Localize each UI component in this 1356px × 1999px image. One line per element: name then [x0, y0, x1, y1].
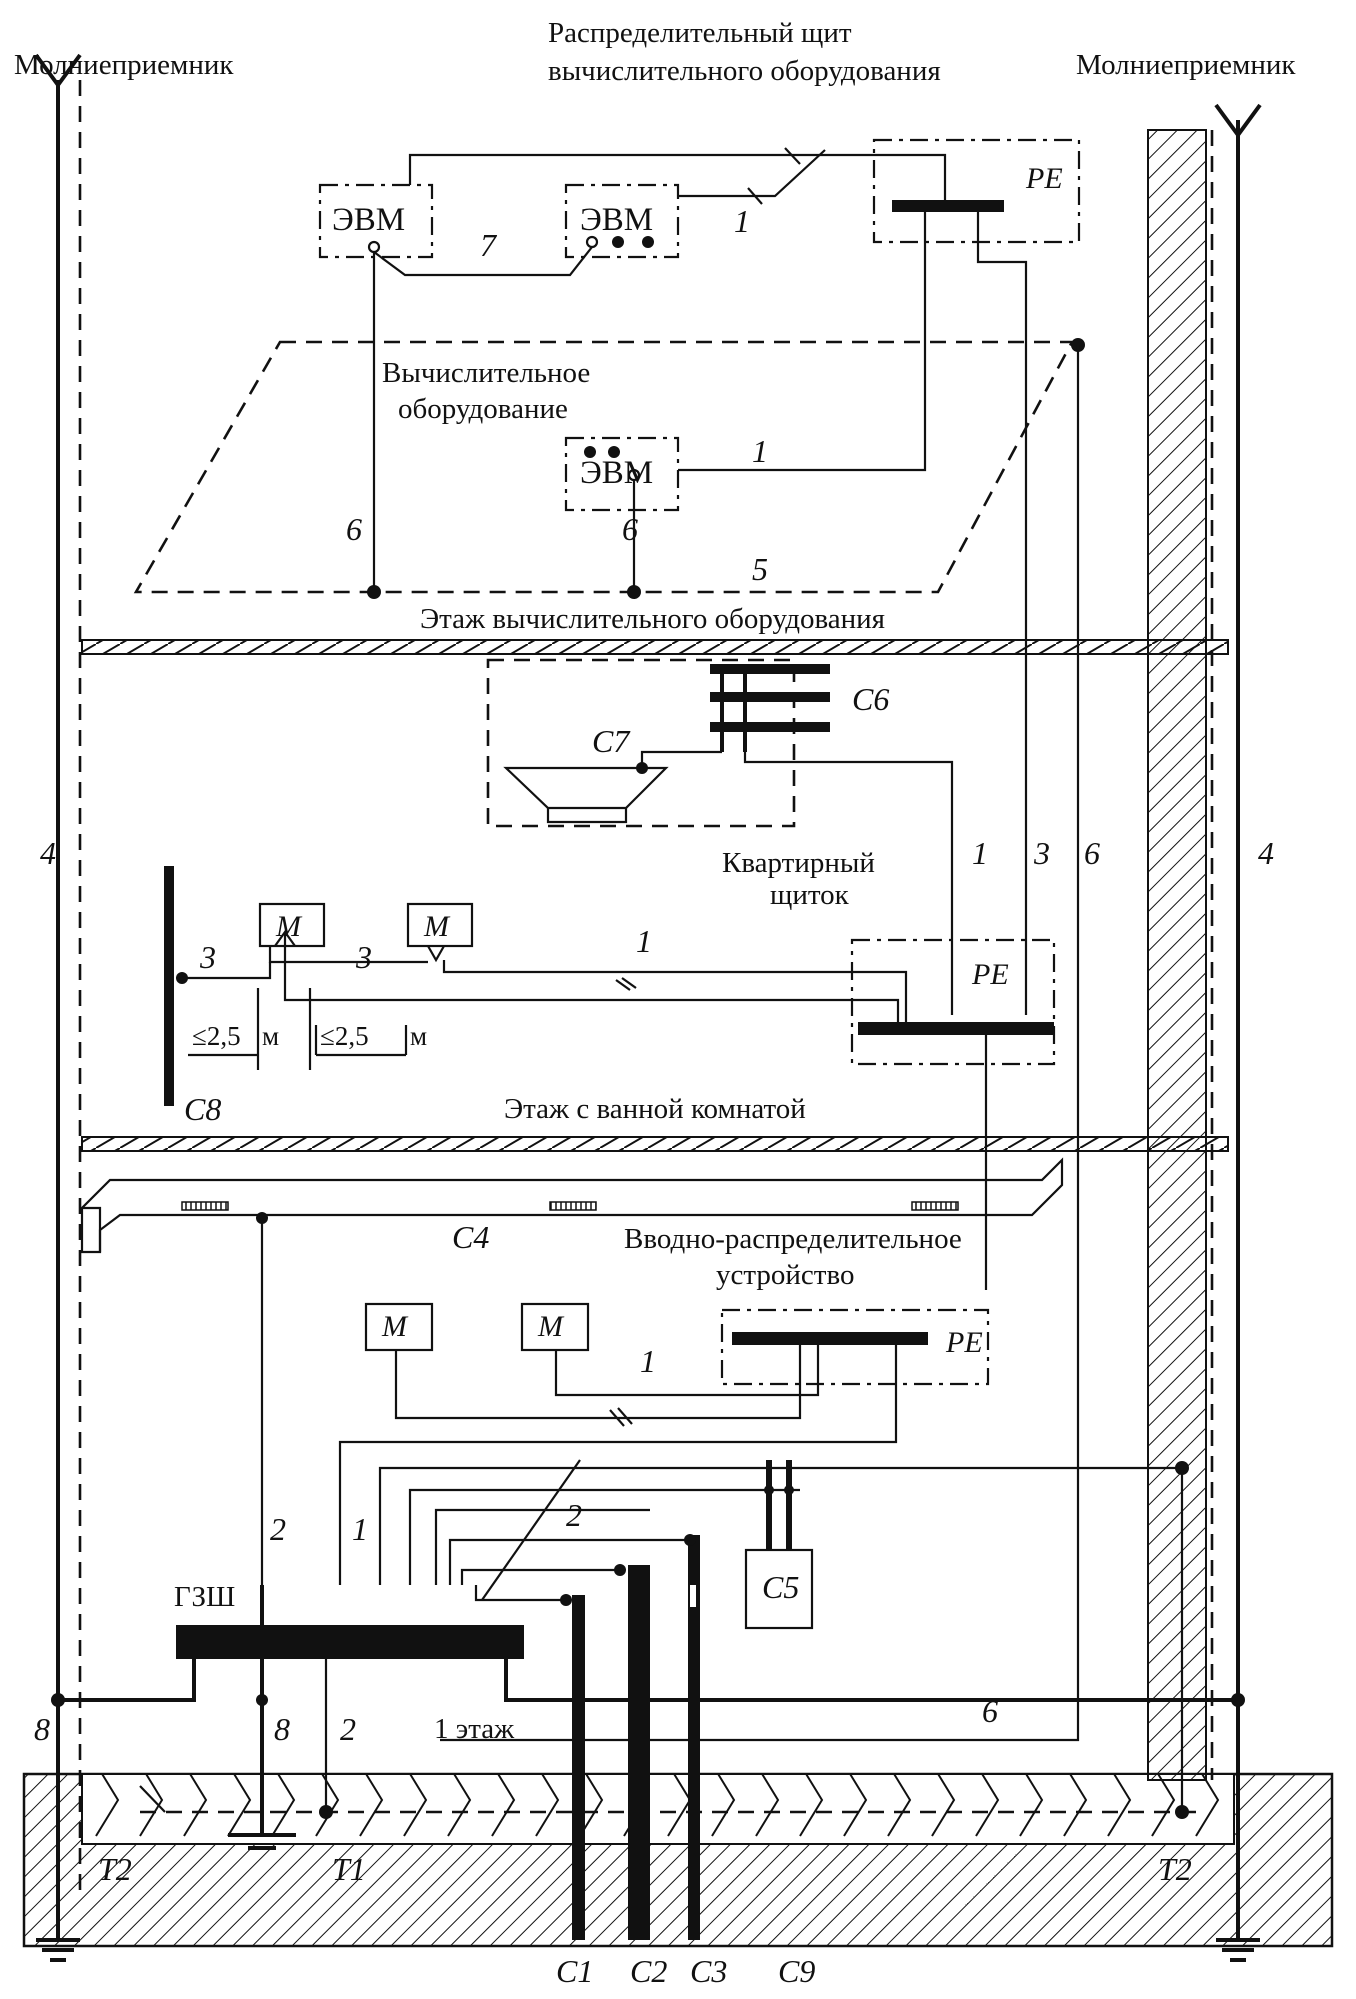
label-floor-first: 1 этаж — [434, 1713, 515, 1745]
ref-c5: C5 — [762, 1569, 799, 1605]
ref-num-1-evm: 1 — [752, 433, 768, 469]
label-floor-bathroom: Этаж с ванной комнатой — [504, 1093, 806, 1125]
ref-num-2-c4: 2 — [270, 1511, 286, 1547]
label-motor-1: M — [275, 910, 303, 943]
label-dist-unit-1: м — [262, 1021, 279, 1051]
ref-num-2-mid: 2 — [566, 1497, 582, 1533]
ref-num-1-vru: 1 — [640, 1343, 656, 1379]
ref-c7: C7 — [592, 723, 631, 759]
foundation — [22, 1772, 1334, 1948]
ref-num-4-left: 4 — [40, 835, 56, 871]
ref-num-8-left: 8 — [34, 1711, 50, 1747]
label-dist-unit-2: м — [410, 1021, 427, 1051]
label-motor-2: M — [423, 910, 451, 943]
ref-num-2-low: 2 — [340, 1711, 356, 1747]
ref-c6: C6 — [852, 681, 889, 717]
ref-num-3-bath: 3 — [1033, 835, 1050, 871]
ref-num-8-mid: 8 — [274, 1711, 290, 1747]
label-pe-mid: PE — [971, 958, 1009, 991]
ref-num-4-right: 4 — [1258, 835, 1274, 871]
right-wall — [1147, 129, 1207, 1781]
ref-c2: C2 — [630, 1953, 667, 1989]
text-labels: Молниеприемник Молниеприемник Распредели… — [14, 17, 1296, 1745]
label-dist-limit-1: ≤2,5 — [192, 1021, 241, 1051]
earth-electrode-t2-left — [36, 1700, 80, 1962]
label-pe-top: PE — [1025, 162, 1063, 195]
label-lightning-right: Молниеприемник — [1076, 49, 1296, 81]
label-pe-low: PE — [945, 1326, 983, 1359]
label-dist-limit-2: ≤2,5 — [320, 1021, 369, 1051]
ref-c9: C9 — [778, 1953, 815, 1989]
label-lightning-left: Молниеприемник — [14, 49, 234, 81]
label-input-device-1: Вводно-распределительное — [624, 1223, 962, 1255]
ref-num-1-bath-line: 1 — [636, 923, 652, 959]
bathroom-floor — [164, 658, 1056, 1290]
label-floor-computer: Этаж вычислительного оборудования — [420, 603, 885, 635]
ref-t1: T1 — [332, 1851, 366, 1887]
label-dist-panel-2: вычислительного оборудования — [548, 55, 941, 87]
earth-electrode-t2-right — [1216, 1900, 1260, 1962]
ref-t2-left: T2 — [98, 1851, 132, 1887]
ref-c3: C3 — [690, 1953, 727, 1989]
label-evm-1: ЭВМ — [332, 202, 405, 238]
ref-num-3-a: 3 — [199, 939, 216, 975]
computer-floor — [133, 138, 1085, 1742]
ref-num-3-b: 3 — [355, 939, 372, 975]
ref-num-1-top: 1 — [734, 203, 750, 239]
label-evm-3: ЭВМ — [580, 455, 653, 491]
ref-num-6-bath: 6 — [1084, 835, 1100, 871]
ref-num-5: 5 — [752, 551, 768, 587]
label-dist-panel-1: Распределительный щит — [548, 17, 852, 49]
label-apartment-panel-2: щиток — [770, 879, 850, 911]
ref-num-7: 7 — [480, 227, 498, 263]
ref-num-6-mid: 6 — [622, 511, 638, 547]
label-gzsh: ГЗШ — [174, 1581, 235, 1613]
ref-num-6-low: 6 — [982, 1693, 998, 1729]
ref-num-6-left: 6 — [346, 511, 362, 547]
ref-num-1-bath: 1 — [972, 835, 988, 871]
input-distribution-floor — [51, 1157, 1245, 1940]
label-apartment-panel-1: Квартирный — [722, 847, 875, 879]
ref-c1: C1 — [556, 1953, 593, 1989]
lightning-conductor-left — [34, 53, 82, 1900]
label-input-device-2: устройство — [716, 1259, 854, 1291]
label-motor-3: M — [381, 1310, 409, 1343]
label-comp-eq-1: Вычислительное — [382, 357, 590, 389]
floor-slabs — [81, 639, 1229, 1152]
label-evm-2: ЭВМ — [580, 202, 653, 238]
ref-t2-right: T2 — [1158, 1851, 1192, 1887]
label-comp-eq-2: оборудование — [398, 393, 568, 425]
lightning-conductor-right — [1210, 103, 1262, 1900]
label-motor-4: M — [537, 1310, 565, 1343]
ref-c8: C8 — [184, 1091, 221, 1127]
ref-c4: C4 — [452, 1219, 489, 1255]
reference-labels: C1 C2 C3 C9 C4 C5 C6 C7 C8 T1 T2 T2 7 1 … — [34, 203, 1274, 1989]
ref-num-1-low: 1 — [352, 1511, 368, 1547]
